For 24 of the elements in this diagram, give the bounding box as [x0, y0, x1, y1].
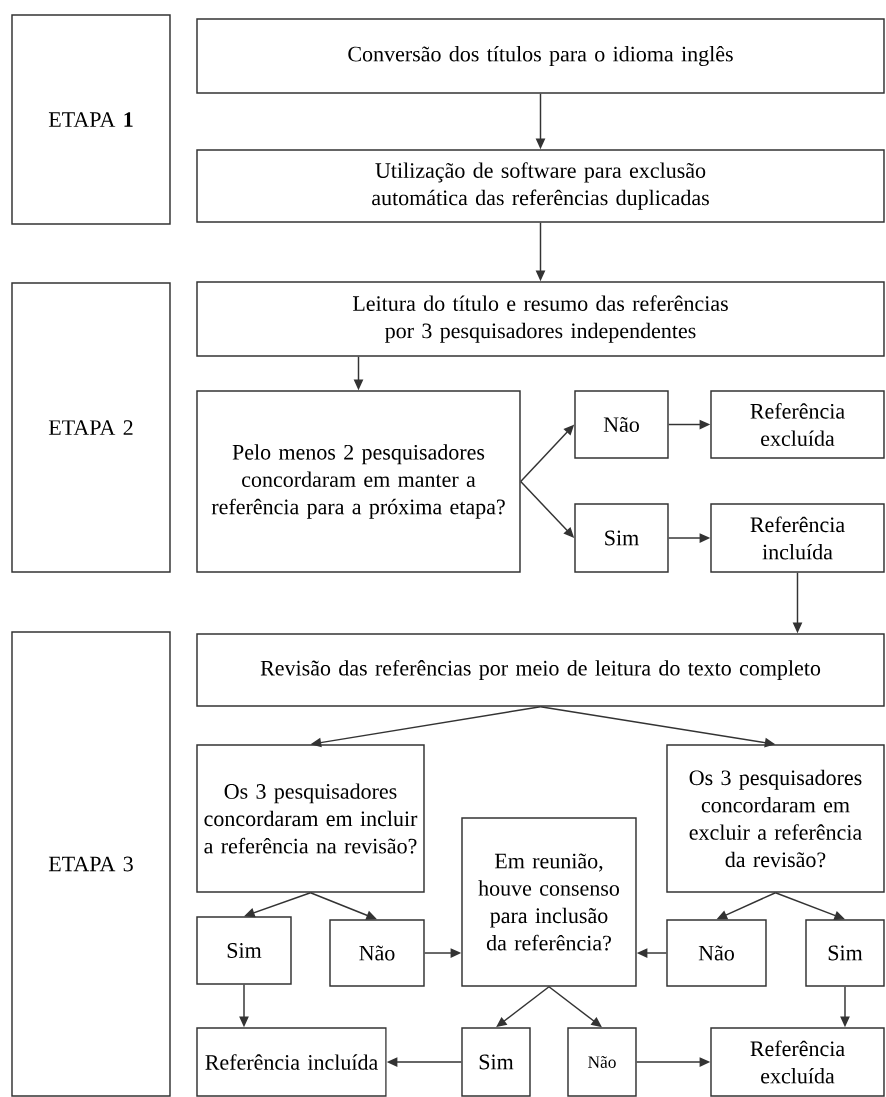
- result-box: Referência incluída: [710, 503, 885, 573]
- result-box: Referência incluída: [196, 1027, 387, 1097]
- process-box: Leitura do título e resumo das referências por 3 pesquisadores independentes: [196, 281, 885, 357]
- question-box: Os 3 pesquisadores concordaram em excluir a referência da revisão?: [666, 744, 885, 893]
- stage-box: ETAPA 3: [11, 631, 171, 1097]
- answer-box: Não: [329, 919, 425, 987]
- answer-box: Sim: [805, 919, 885, 987]
- answer-box: Não: [574, 390, 669, 459]
- question-box: Os 3 pesquisadores concordaram em incluir a referência na revisão?: [196, 744, 425, 893]
- process-box: Conversão dos títulos para o idioma inglês: [196, 18, 885, 94]
- process-box: Utilização de software para exclusão automática das referências duplicadas: [196, 149, 885, 223]
- process-box: Revisão das referências por meio de leitura do texto completo: [196, 633, 885, 707]
- answer-box: Não: [666, 919, 767, 987]
- answer-box: Sim: [574, 503, 669, 573]
- question-box: Pelo menos 2 pesquisadores concordaram em manter a referência para a próxima etapa?: [196, 390, 521, 573]
- result-box: Referência excluída: [710, 1027, 885, 1097]
- answer-box: Sim: [196, 916, 292, 985]
- stage-box: ETAPA 2: [11, 282, 171, 573]
- question-box: Em reunião, houve consenso para inclusão da referência?: [461, 817, 637, 987]
- answer-box: Não: [567, 1027, 637, 1097]
- arrow: [309, 892, 377, 920]
- answer-box: Sim: [461, 1027, 531, 1097]
- stage-box: ETAPA 1: [11, 14, 171, 225]
- result-box: Referência excluída: [710, 390, 885, 459]
